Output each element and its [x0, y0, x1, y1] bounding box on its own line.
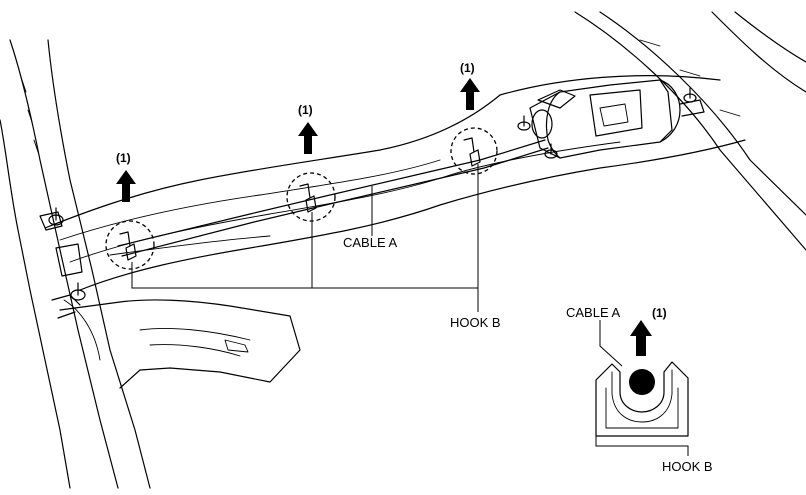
hook-b-left: [105, 220, 155, 270]
cable-a: [117, 139, 549, 257]
inset-cable-a-label: CABLE A: [566, 305, 621, 320]
mounting-bolts: [48, 87, 697, 301]
brake-actuator-unit: [529, 79, 705, 159]
inset-hook-b-label: HOOK B: [662, 459, 713, 474]
cable-a-label: CABLE A: [343, 235, 398, 250]
right-body-structure: [574, 11, 806, 251]
bolt: [48, 207, 64, 226]
arrow-up: [298, 122, 318, 154]
leader-lines: [131, 164, 479, 312]
hook-b-label: HOOK B: [450, 315, 501, 330]
bolt: [70, 282, 86, 301]
hook-b-middle: [286, 172, 336, 222]
inset-detail: CABLE A (1) HOOK B: [566, 305, 713, 474]
hook-b-right: [450, 127, 498, 175]
inset-arrow-up: [630, 320, 652, 356]
bolt: [683, 87, 697, 103]
bolt: [517, 115, 531, 131]
cable-cross-section: [629, 369, 655, 395]
arrow-up: [460, 78, 480, 110]
arrow-label: (1): [116, 151, 131, 165]
left-side-frame: [0, 39, 301, 489]
inset-arrow-label: (1): [652, 306, 667, 320]
arrow-label: (1): [460, 61, 475, 75]
arrow-label: (1): [298, 103, 313, 117]
floor-panel-channel: [44, 75, 746, 291]
arrow-up: [116, 170, 136, 202]
